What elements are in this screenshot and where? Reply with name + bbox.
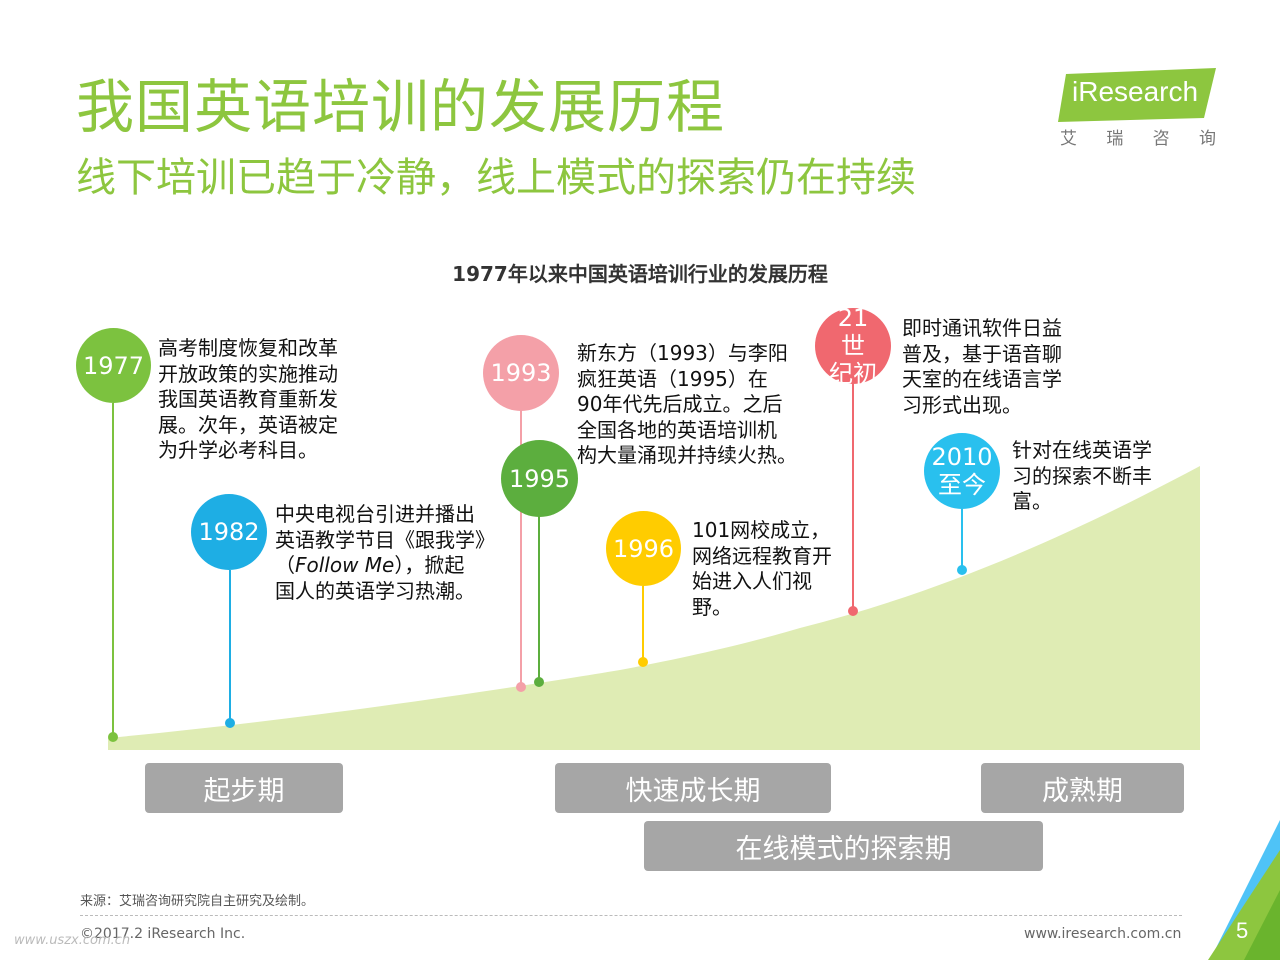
event-dot-21c	[848, 606, 858, 616]
iresearch-logo: iResearch 艾 瑞 咨 询	[1058, 68, 1218, 152]
growth-area	[108, 466, 1200, 750]
event-year-circle: 1995	[501, 440, 578, 517]
logo-char: 瑞	[1106, 129, 1124, 149]
chart-title: 1977年以来中国英语培训行业的发展历程	[452, 262, 828, 286]
logo-char: 咨	[1152, 129, 1170, 149]
website-link[interactable]: www.iresearch.com.cn	[1024, 926, 1182, 942]
page-subtitle: 线下培训已趋于冷静，线上模式的探索仍在持续	[76, 155, 916, 201]
event-year-circle: 1977	[76, 328, 151, 403]
logo-banner-shape	[1058, 68, 1216, 122]
footer-divider	[80, 915, 1182, 916]
watermark-text: www.uszx.com.cn	[14, 933, 131, 948]
phase-label-start: 起步期	[145, 763, 343, 813]
corner-decoration	[1208, 820, 1280, 960]
event-dot-1996	[638, 657, 648, 667]
event-year-circle: 1993	[483, 335, 559, 411]
phase-label-online-exploration: 在线模式的探索期	[644, 821, 1043, 871]
event-description-1982: 中央电视台引进并播出 英语教学节目《跟我学》 （Follow Me），掀起 国人…	[275, 502, 495, 603]
event-description-1996: 101网校成立， 网络远程教育开 始进入人们视 野。	[692, 518, 832, 619]
event-dot-2010	[957, 565, 967, 575]
source-note: 来源：艾瑞咨询研究院自主研究及绘制。	[80, 894, 315, 909]
logo-wordmark: iResearch	[1072, 76, 1199, 107]
event-description-1993: 新东方（1993）与李阳 疯狂英语（1995）在 90年代先后成立。之后 全国各…	[577, 341, 797, 467]
event-dot-1982	[225, 718, 235, 728]
event-year-circle: 1982	[191, 494, 267, 570]
event-description-21c: 即时通讯软件日益 普及，基于语音聊 天室的在线语言学 习形式出现。	[902, 316, 1062, 417]
logo-char: 艾	[1060, 129, 1077, 149]
phase-label-mature: 成熟期	[981, 763, 1184, 813]
page-number: 5	[1236, 918, 1249, 943]
event-description-2010: 针对在线英语学 习的探索不断丰 富。	[1012, 438, 1152, 513]
page-title: 我国英语培训的发展历程	[76, 73, 726, 141]
event-year-circle: 21世纪初	[815, 304, 891, 388]
phase-label-growth: 快速成长期	[555, 763, 831, 813]
logo-char: 询	[1198, 129, 1216, 149]
event-dot-1977	[108, 732, 118, 742]
event-dot-1995	[534, 677, 544, 687]
event-year-circle: 1996	[606, 511, 681, 586]
event-dot-1993	[516, 682, 526, 692]
logo-subtitle: 艾 瑞 咨 询	[1060, 124, 1216, 149]
event-description-1977: 高考制度恢复和改革 开放政策的实施推动 我国英语教育重新发 展。次年，英语被定 …	[158, 336, 338, 462]
copyright-text: ©2017.2 iResearch Inc.	[80, 926, 246, 942]
